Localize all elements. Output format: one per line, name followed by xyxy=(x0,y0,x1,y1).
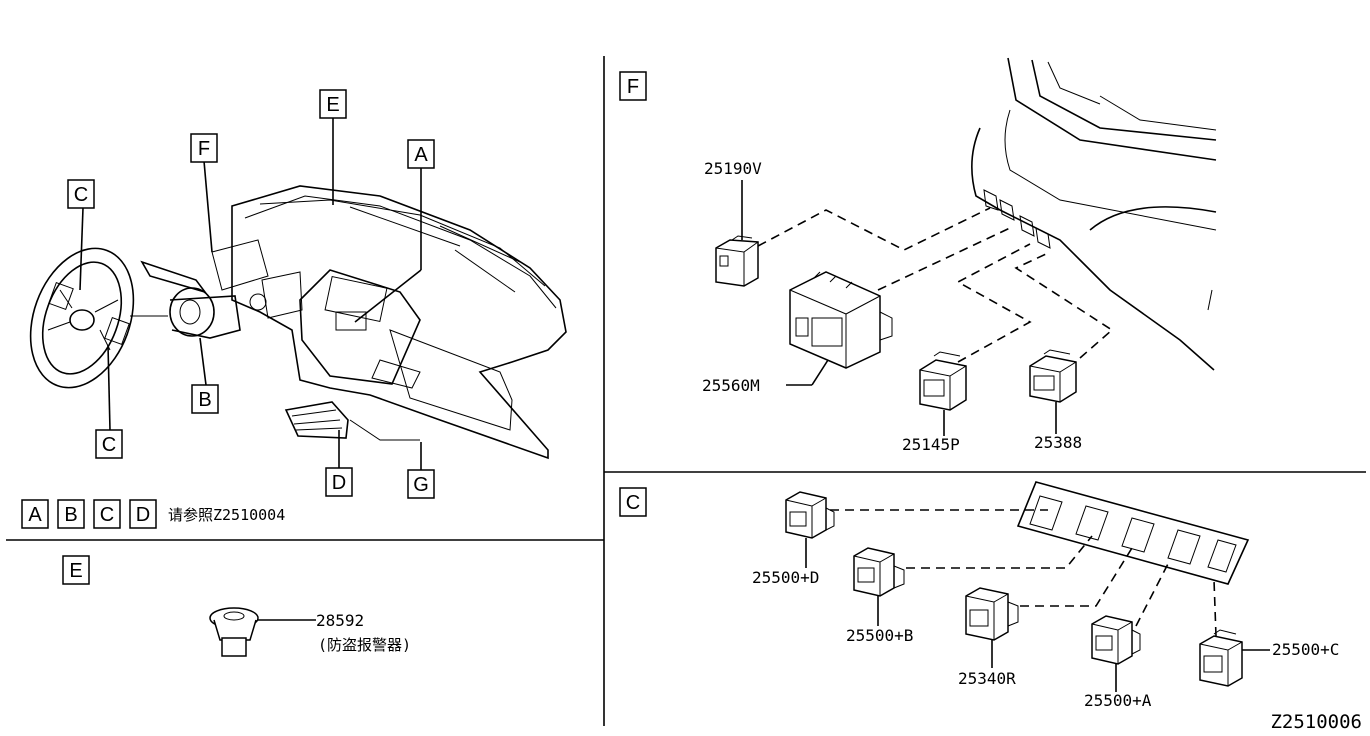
svg-text:C: C xyxy=(74,184,88,206)
part-25560M-label: 25560M xyxy=(702,376,760,395)
svg-text:F: F xyxy=(627,76,639,98)
part-25560M-leader xyxy=(811,359,829,386)
main-label-A: A xyxy=(407,139,435,169)
part-25500D-label: 25500+D xyxy=(752,568,819,587)
svg-text:E: E xyxy=(69,560,82,582)
reference-box-D xyxy=(129,499,157,529)
main-label-G: G xyxy=(407,469,435,499)
main-label-F: F xyxy=(190,133,218,163)
reference-box-A xyxy=(21,499,49,529)
reference-box-C xyxy=(93,499,121,529)
part-28592-label: 28592 xyxy=(316,611,364,630)
svg-text:A: A xyxy=(414,144,428,166)
part-25145P-label: 25145P xyxy=(902,435,960,454)
part-25388-icon xyxy=(1029,349,1077,403)
part-25560M-icon xyxy=(789,271,893,369)
part-25500B-label: 25500+B xyxy=(846,626,913,645)
switch-panel-strip xyxy=(1016,481,1250,585)
svg-text:E: E xyxy=(326,94,339,116)
reference-box-B xyxy=(57,499,85,529)
part-28592-desc: (防盗报警器) xyxy=(318,636,411,654)
part-25340R-icon xyxy=(965,587,1019,641)
section-F-dashed-lines xyxy=(757,207,1114,363)
section-C-dashed-lines xyxy=(830,509,1217,637)
part-25145P-icon xyxy=(919,351,967,411)
section-F-dash-illustration xyxy=(971,57,1217,371)
reference-box-C-label: C xyxy=(100,504,114,526)
part-25500C-label: 25500+C xyxy=(1272,640,1339,659)
section-C-label: C xyxy=(619,487,647,517)
section-E-label: E xyxy=(62,555,90,585)
main-label-E: E xyxy=(319,89,347,119)
part-25190V-label: 25190V xyxy=(704,159,762,178)
svg-text:F: F xyxy=(198,138,210,160)
section-F-label: F xyxy=(619,71,647,101)
main-label-C-top: C xyxy=(67,179,95,209)
part-25190V-icon xyxy=(715,235,759,287)
part-25500B-icon xyxy=(853,547,905,597)
svg-text:C: C xyxy=(626,492,640,514)
reference-box-B-label: B xyxy=(64,504,77,526)
main-label-D: D xyxy=(325,467,353,497)
main-label-B: B xyxy=(191,384,219,414)
reference-box-D-label: D xyxy=(136,504,150,526)
part-25500D-icon xyxy=(785,491,835,539)
alarm-sensor-part xyxy=(209,607,259,657)
part-25340R-label: 25340R xyxy=(958,669,1016,688)
reference-text: 请参照Z2510004 xyxy=(168,506,285,524)
svg-text:D: D xyxy=(332,472,346,494)
part-25388-label: 25388 xyxy=(1034,433,1082,452)
part-25500A-icon xyxy=(1091,615,1141,665)
part-25500C-icon xyxy=(1199,629,1243,687)
drawing-number: Z2510006 xyxy=(1270,711,1362,733)
main-label-C-bottom: C xyxy=(95,429,123,459)
dashboard-illustration xyxy=(29,185,567,460)
reference-row: A B C D 请参照Z2510004 xyxy=(21,499,285,529)
svg-text:C: C xyxy=(102,434,116,456)
part-25500A-label: 25500+A xyxy=(1084,691,1152,710)
svg-text:B: B xyxy=(198,389,211,411)
main-leader-lines xyxy=(79,118,422,470)
svg-text:G: G xyxy=(413,474,429,496)
reference-box-A-label: A xyxy=(28,504,42,526)
